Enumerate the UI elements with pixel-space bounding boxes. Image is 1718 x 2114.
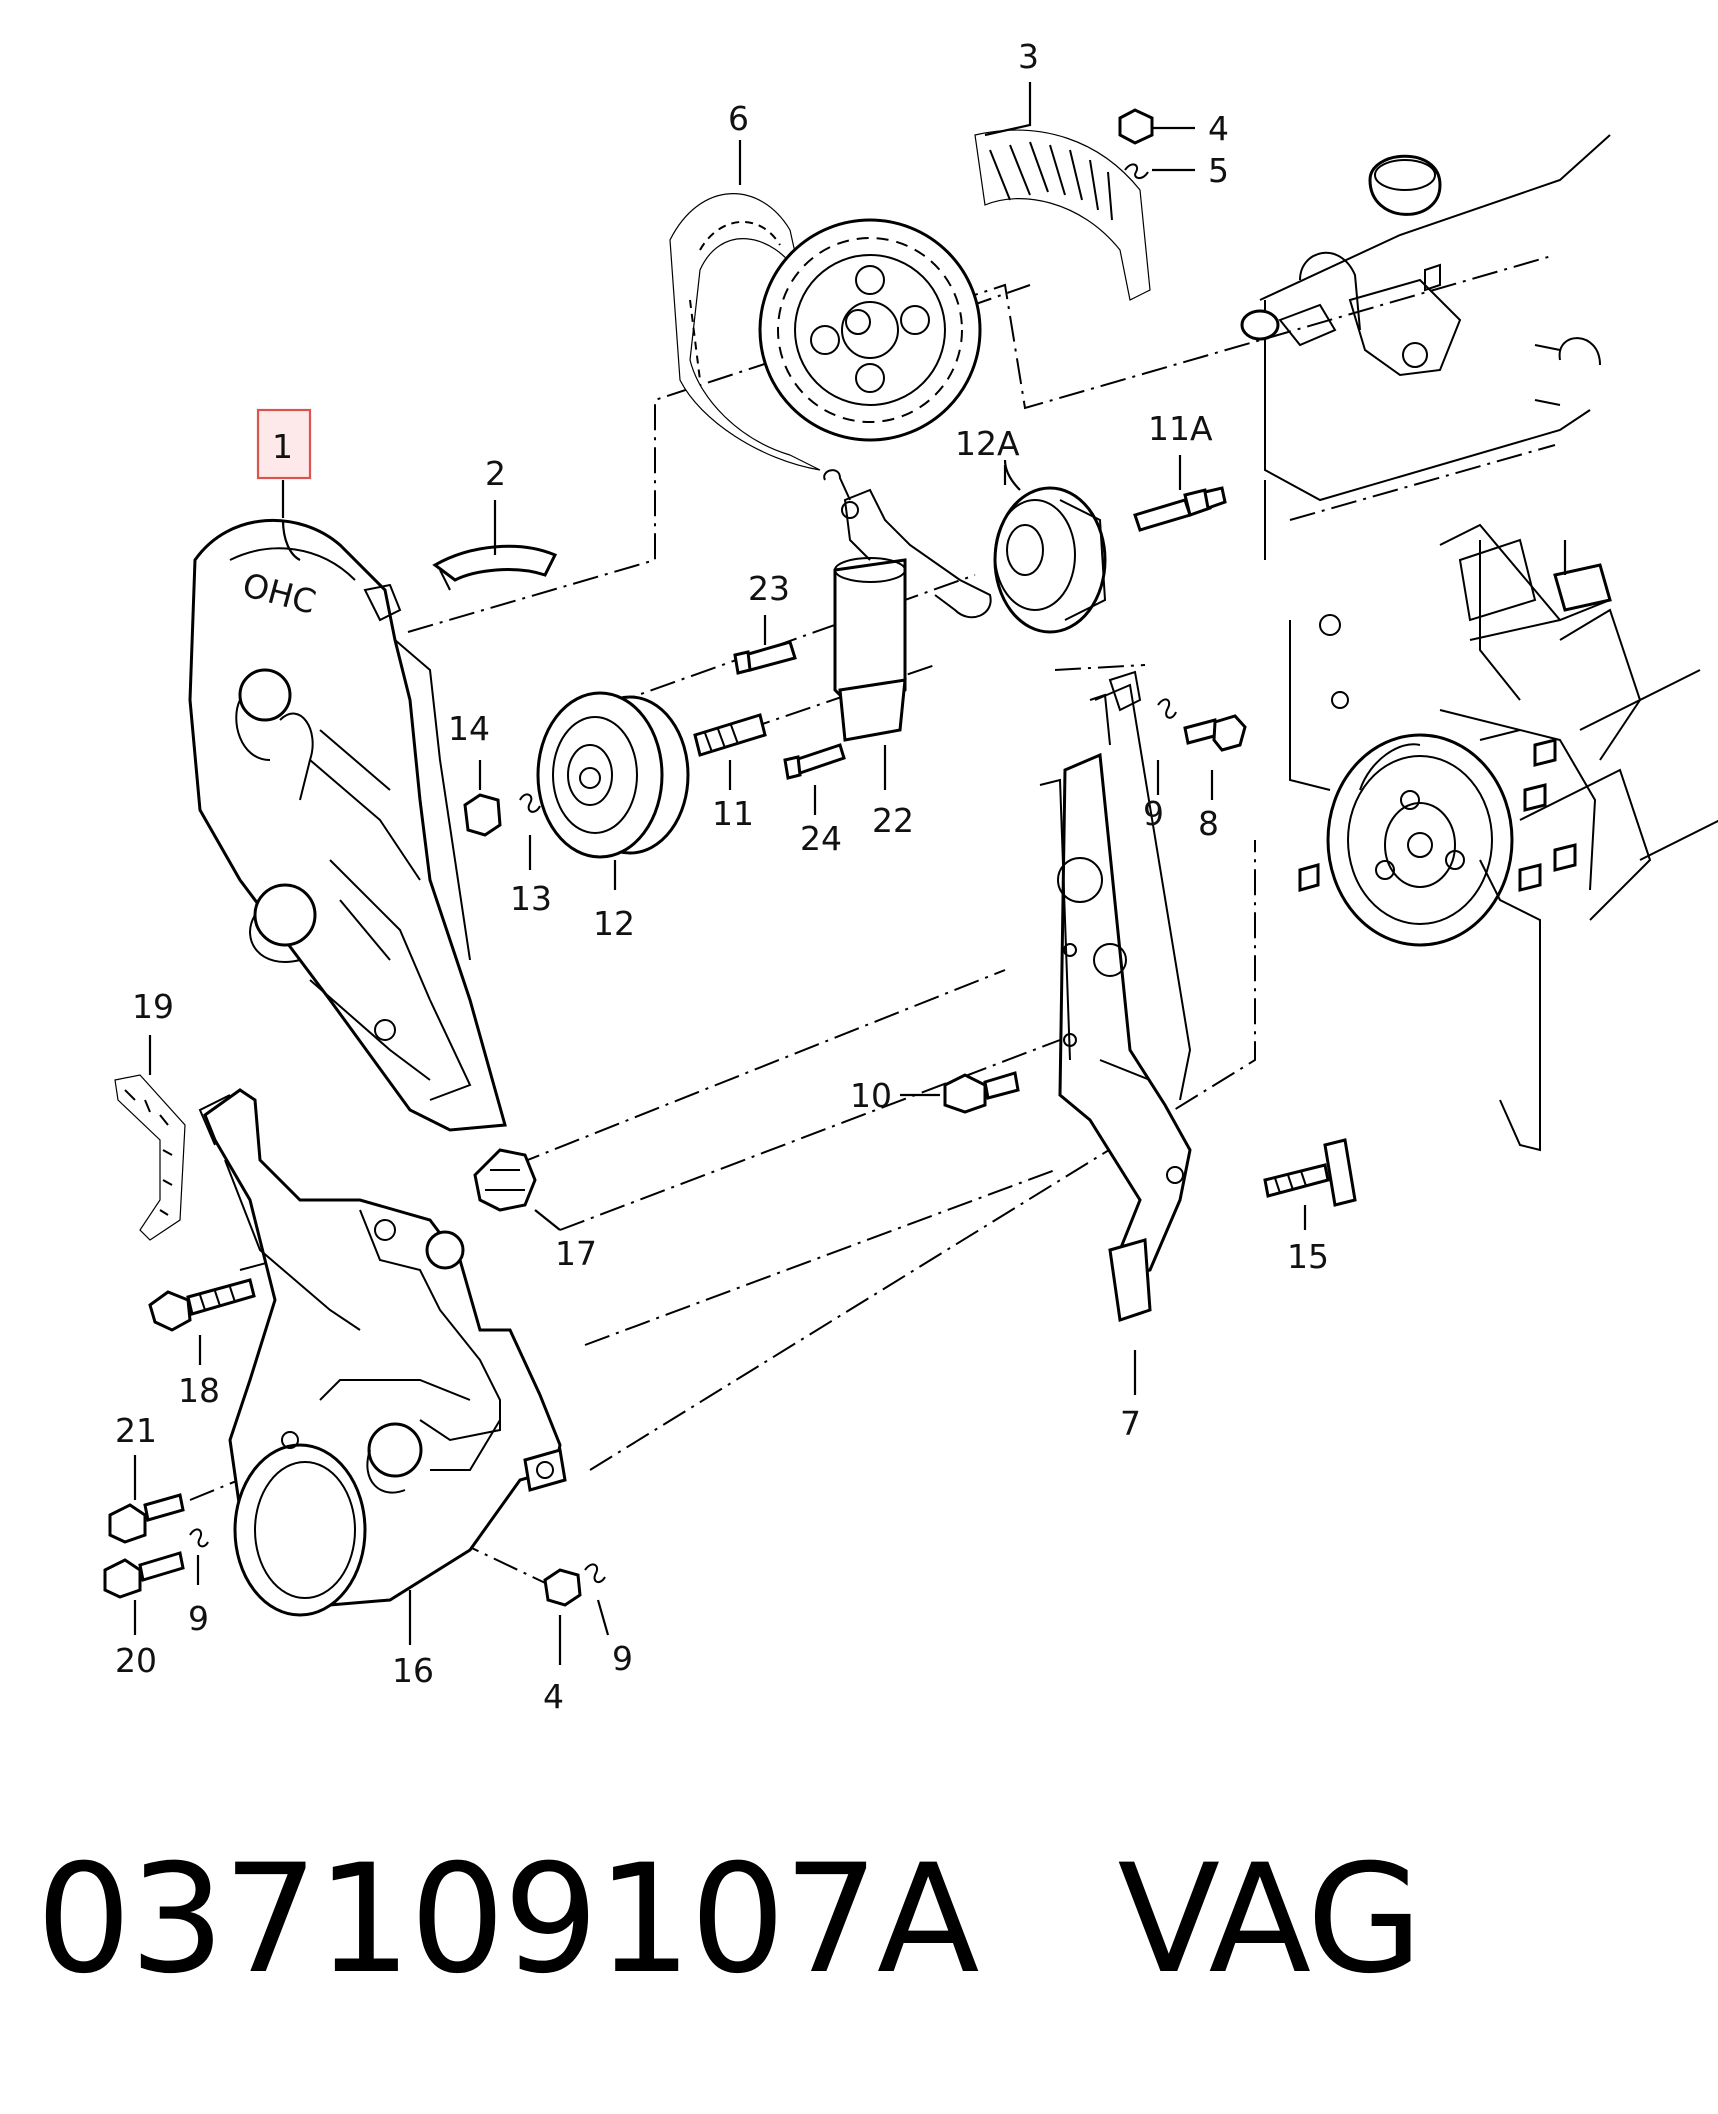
bolt-8-washer-9 (1156, 698, 1247, 800)
clip (432, 500, 558, 591)
callout-8: 8 (1198, 804, 1219, 843)
callout-7: 7 (1120, 1404, 1141, 1443)
callout-4-lower: 4 (543, 1677, 564, 1716)
highlight-box (256, 408, 312, 480)
callout-14: 14 (448, 709, 490, 748)
callout-16: 16 (392, 1651, 434, 1690)
tension-roller-12a (993, 465, 1107, 634)
callout-20: 20 (115, 1641, 157, 1680)
callout-10: 10 (850, 1076, 892, 1115)
callout-18: 18 (178, 1371, 220, 1410)
callout-13: 13 (510, 879, 552, 918)
callout-12a: 12A (955, 424, 1020, 463)
part-number: 037109107A (36, 1833, 980, 2007)
callout-19: 19 (132, 987, 174, 1026)
caption: 037109107A VAG (36, 1833, 1423, 2007)
callout-21: 21 (115, 1411, 157, 1450)
bolt-18 (148, 1278, 256, 1365)
callout-1: 1 (272, 427, 293, 466)
callout-4-upper: 4 (1208, 109, 1229, 148)
callout-6: 6 (728, 99, 749, 138)
toothed-belt-and-sprocket (669, 193, 982, 471)
grommet-17 (473, 1148, 561, 1231)
stud-11 (693, 713, 767, 790)
callout-11a: 11A (1148, 409, 1213, 448)
upper-rear-cover (974, 129, 1151, 301)
bolt-15 (1263, 1138, 1357, 1230)
nut-4-washer-9-lower (543, 1563, 610, 1665)
rear-cover-bracket (1039, 670, 1192, 1395)
lower-timing-belt-cover (198, 1088, 567, 1645)
seal-strip-19 (114, 1035, 186, 1241)
exploded-parts-diagram: OHC (103, 37, 1718, 1716)
engine-block-outline (1240, 134, 1718, 921)
callout-24: 24 (800, 819, 842, 858)
callout-3: 3 (1018, 37, 1039, 76)
fasteners-20-21 (103, 1455, 209, 1635)
crankshaft-pulley (1298, 709, 1597, 1152)
callout-15: 15 (1287, 1237, 1329, 1276)
upper-nut-washer (1118, 108, 1195, 179)
callout-17: 17 (555, 1234, 597, 1273)
callout-22: 22 (872, 801, 914, 840)
alignment-lines (189, 254, 1556, 1591)
sensor-block (1553, 540, 1612, 612)
callout-9-lower: 9 (612, 1639, 633, 1678)
callout-2: 2 (485, 454, 506, 493)
callout-9-mid: 9 (1143, 794, 1164, 833)
callout-23: 23 (748, 569, 790, 608)
upper-timing-belt-cover: OHC (188, 518, 507, 1132)
callout-5: 5 (1208, 151, 1229, 190)
bolt-10 (900, 1071, 1020, 1114)
nut-14-washer-13 (463, 760, 541, 870)
callout-11: 11 (712, 794, 754, 833)
brand-name: VAG (1117, 1833, 1423, 2007)
callout-9-left: 9 (188, 1599, 209, 1638)
callout-12: 12 (593, 904, 635, 943)
leader-lines (281, 82, 1032, 561)
tensioner-bracket (733, 469, 992, 815)
callout-labels: 1 2 3 4 5 6 7 8 9 9 9 10 11 11A 12 12A 1… (115, 37, 1329, 1716)
idler-roller-12 (536, 691, 690, 890)
stud-11a (1133, 455, 1227, 532)
